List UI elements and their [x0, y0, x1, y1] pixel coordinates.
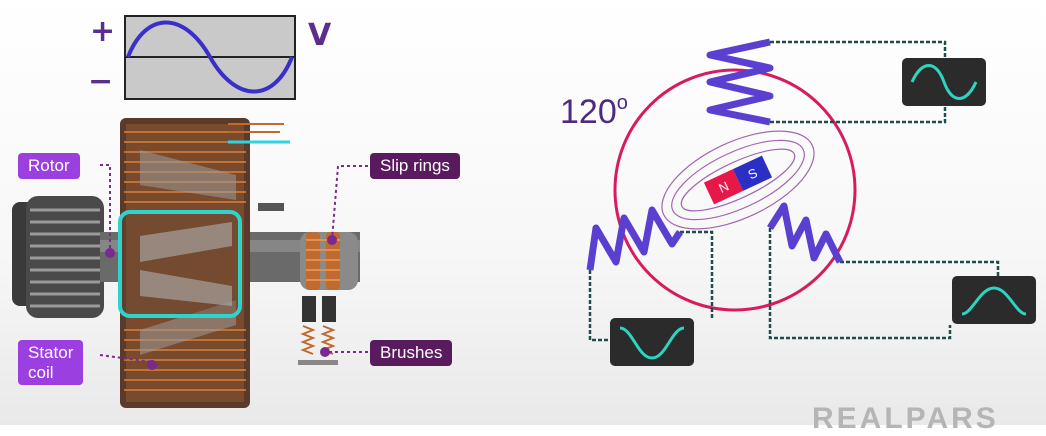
brushes [298, 296, 338, 365]
rotor-label: Rotor [18, 153, 80, 179]
phase-coils [586, 38, 844, 271]
magnetic-field-lines [661, 130, 815, 230]
phase-angle-degree: o [616, 92, 628, 114]
stator-coil-label-line1: Stator [28, 343, 74, 362]
slip-rings [300, 232, 358, 290]
coil-right [767, 202, 844, 264]
alternator-illustration [12, 118, 368, 408]
alternator-diagram: + − V [12, 14, 1036, 435]
oscilloscope-left [610, 318, 694, 366]
voltage-sine-wave [126, 20, 294, 94]
plus-sign: + [90, 14, 116, 49]
voltage-unit: V [308, 18, 332, 53]
coil-top [706, 38, 774, 126]
pulley [12, 196, 104, 318]
coil-left [586, 206, 683, 271]
voltage-waveform-box [124, 15, 296, 100]
three-phase-diagram: N S [586, 38, 1036, 366]
label-leader-lines [99, 164, 368, 363]
slip-rings-label: Slip rings [370, 153, 460, 179]
stator-coil-label-line2: coil [28, 362, 54, 382]
brand-watermark: REALPARS [812, 402, 999, 435]
brushes-label: Brushes [370, 340, 453, 366]
stator-core [120, 118, 250, 408]
rotation-circle [613, 68, 857, 312]
oscilloscope-right [952, 276, 1036, 324]
oscilloscope-top [902, 58, 986, 106]
circuit-wires [588, 40, 1000, 342]
phase-angle-value: 120 [560, 93, 617, 131]
bar-magnet: N S [661, 130, 815, 230]
minus-sign: − [88, 64, 114, 99]
phase-angle-label: 120o [560, 92, 628, 132]
stator-coil-label: Stator coil [18, 340, 84, 386]
